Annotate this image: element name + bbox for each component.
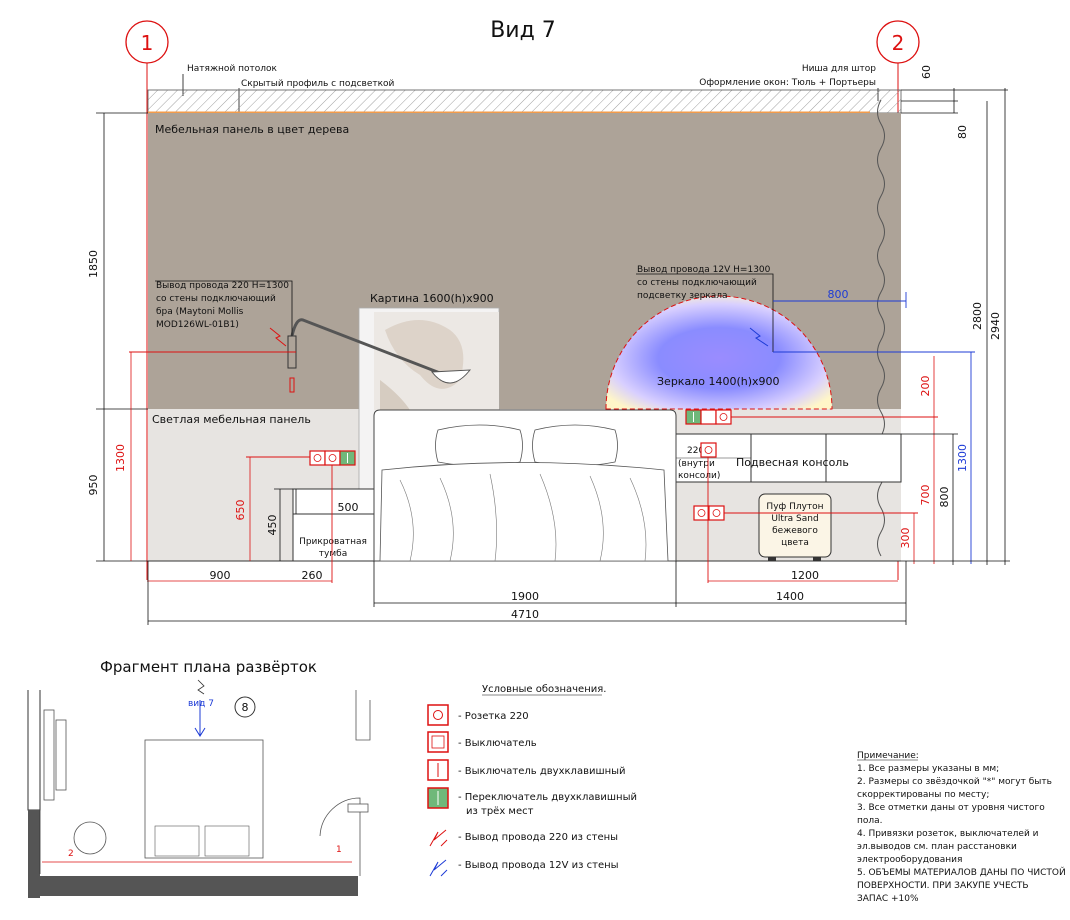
- mirror-label: Зеркало 1400(h)x900: [657, 375, 780, 388]
- plan-marker-1: 1: [336, 845, 342, 855]
- legend-switch-label: - Выключатель: [458, 738, 537, 749]
- remarks-line-10: ПОВЕРХНОСТИ. ПРИ ЗАКУПЕ УЧЕСТЬ: [857, 881, 1029, 891]
- hanging-console: [675, 433, 902, 483]
- plan-fragment: [27, 679, 378, 902]
- console-label: Подвесная консоль: [736, 456, 849, 469]
- wire220-symbol: [269, 327, 287, 347]
- light-panel-label: Светлая мебельная панель: [152, 413, 311, 426]
- ceiling-band: [147, 89, 902, 114]
- niche-label-1: Ниша для штор: [802, 64, 876, 74]
- legend-wire-220-label: - Вывод провода 220 из стены: [458, 832, 618, 843]
- wire12-note-2: со стены подключающий: [637, 278, 757, 288]
- pouf-label-3: бежевого: [772, 526, 818, 536]
- socket-220-note-1: 220: [687, 446, 704, 456]
- socket-220-note-3: консоли): [678, 471, 720, 481]
- dim-800-vertical: 800: [938, 487, 951, 508]
- dim-80: 80: [956, 125, 969, 139]
- plan-title: Фрагмент плана развёрток: [100, 658, 317, 676]
- wire220-note-3: бра (Maytoni Mollis: [156, 307, 244, 317]
- remarks-line-4: 3. Все отметки даны от уровня чистого: [857, 803, 1045, 813]
- wire220-note-2: со стены подключающий: [156, 294, 276, 304]
- axis-marker-1: 1: [125, 20, 169, 580]
- dim-500: 500: [338, 501, 359, 514]
- legend-wire-12: - Вывод провода 12V из стены: [429, 859, 619, 877]
- pouf-label-1: Пуф Плутон: [766, 502, 823, 512]
- dim-1200: 1200: [791, 569, 819, 582]
- bedside-label-1: Прикроватная: [299, 537, 367, 547]
- dim-1900: 1900: [511, 590, 539, 603]
- plan-circle-label: 8: [242, 701, 249, 714]
- axis-label-1: 1: [141, 31, 154, 55]
- legend-pass-switch: - Переключатель двухклавишный из трёх ме…: [427, 787, 637, 817]
- pouf: Пуф Плутон Ultra Sand бежевого цвета: [758, 493, 832, 561]
- bedside-label-2: тумба: [319, 549, 347, 559]
- remarks-line-3: скорректированы по месту;: [857, 790, 989, 800]
- remarks-line-11: ЗАПАС +10%: [857, 894, 919, 904]
- remarks-line-9: 5. ОБЪЕМЫ МАТЕРИАЛОВ ДАНЫ ПО ЧИСТОЙ: [857, 866, 1066, 878]
- dim-200: 200: [919, 376, 932, 397]
- mirror: Зеркало 1400(h)x900: [605, 295, 833, 410]
- dim-1850: 1850: [87, 250, 100, 278]
- socket-console-inner: [700, 442, 717, 458]
- legend-pass-switch-label-2: из трёх мест: [466, 806, 534, 817]
- dim-300: 300: [899, 528, 912, 549]
- dim-950: 950: [87, 475, 100, 496]
- remarks-line-1: 1. Все размеры указаны в мм;: [857, 764, 999, 774]
- ceiling-label: Натяжной потолок: [187, 64, 278, 74]
- wood-panel-label: Мебельная панель в цвет дерева: [155, 123, 349, 136]
- legend-wire-12-label: - Вывод провода 12V из стены: [458, 860, 619, 871]
- niche-label-2: Оформление окон: Тюль + Портьеры: [699, 78, 876, 88]
- remarks-line-7: эл.выводов см. план расстановки: [857, 842, 1017, 852]
- plan-marker-2: 2: [68, 849, 74, 859]
- legend-switch: - Выключатель: [427, 731, 537, 753]
- wire220-note-1: Вывод провода 220 Н=1300: [156, 281, 289, 291]
- socket-220-note-2: (внутри: [678, 459, 715, 469]
- remarks-title: Примечание:: [857, 751, 919, 761]
- dim-800-horizontal: 800: [828, 288, 849, 301]
- remarks-line-6: 4. Привязки розеток, выключателей и: [857, 829, 1039, 839]
- remarks-line-5: пола.: [857, 816, 883, 826]
- legend-switch-double-label: - Выключатель двухклавишный: [458, 766, 626, 777]
- legend-switch-double: - Выключатель двухклавишный: [427, 759, 626, 781]
- remarks-line-8: электрооборудования: [857, 855, 962, 865]
- wire12-note-3: подсветку зеркала: [637, 291, 728, 301]
- legend-pass-switch-label-1: - Переключатель двухклавишный: [458, 792, 637, 803]
- legend-wire-220: - Вывод провода 220 из стены: [429, 829, 618, 847]
- axis-label-2: 2: [892, 31, 905, 55]
- dim-60: 60: [920, 65, 933, 79]
- dim-450: 450: [266, 515, 279, 536]
- dim-4710: 4710: [511, 608, 539, 621]
- wire12-symbol: [749, 327, 769, 347]
- legend-title: Условные обозначения.: [482, 684, 606, 695]
- socket-block-console-top: [685, 409, 732, 425]
- dim-900: 900: [210, 569, 231, 582]
- socket-block-pouf: [693, 505, 725, 521]
- bedside-table: Прикроватная тумба: [292, 488, 375, 562]
- plan-view-label: вид 7: [188, 699, 214, 709]
- profile-label: Скрытый профиль с подсветкой: [241, 79, 395, 89]
- legend-socket: - Розетка 220: [427, 704, 529, 726]
- dim-2800: 2800: [971, 302, 984, 330]
- pouf-label-2: Ultra Sand: [771, 514, 818, 524]
- pouf-label-4: цвета: [781, 538, 809, 548]
- dim-700: 700: [919, 485, 932, 506]
- dim-1300-left: 1300: [114, 444, 127, 472]
- dim-650: 650: [234, 500, 247, 521]
- dim-1300-right: 1300: [956, 444, 969, 472]
- painting-label: Картина 1600(h)x900: [370, 292, 494, 305]
- wire220-note-4: MOD126WL-01B1): [156, 320, 239, 330]
- dim-2940: 2940: [989, 312, 1002, 340]
- remarks-line-2: 2. Размеры со звёздочкой "*" могут быть: [857, 777, 1052, 787]
- view-title: Вид 7: [490, 18, 556, 43]
- wire12-note-1: Вывод провода 12V Н=1300: [637, 265, 771, 275]
- bed: [373, 409, 677, 562]
- socket-block-left: [309, 450, 356, 466]
- legend-socket-label: - Розетка 220: [458, 711, 529, 722]
- dim-260: 260: [302, 569, 323, 582]
- dim-1400: 1400: [776, 590, 804, 603]
